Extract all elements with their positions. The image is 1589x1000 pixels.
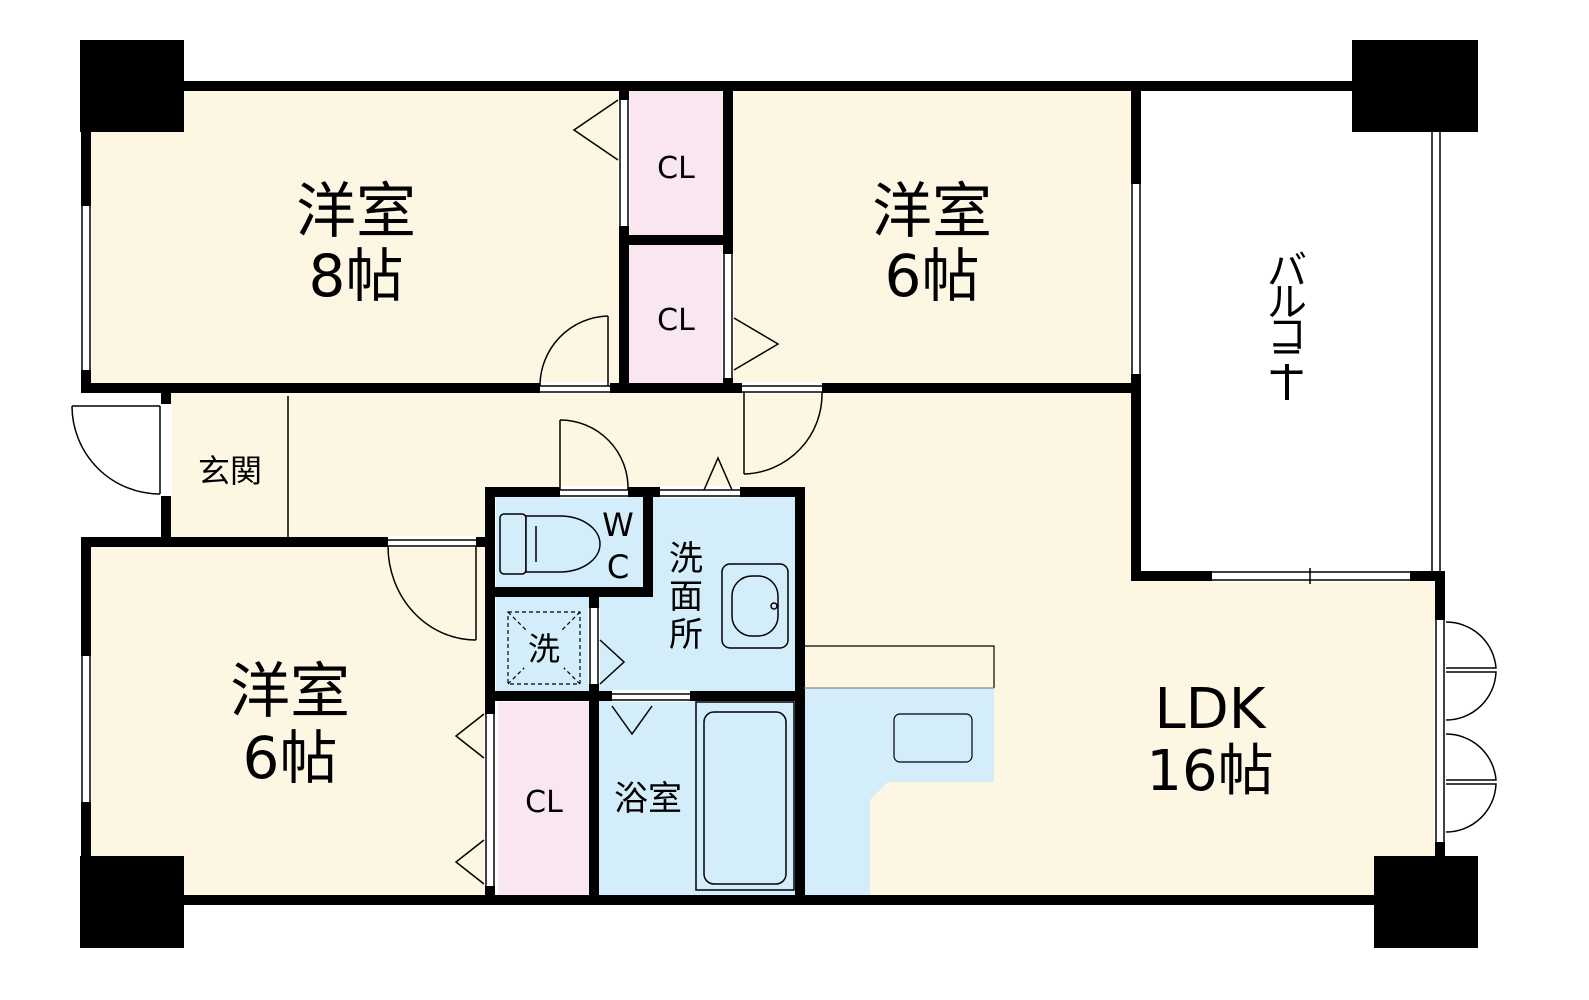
door-swing-icon bbox=[572, 99, 630, 226]
door-swing-icon bbox=[387, 536, 477, 641]
pillar-icon bbox=[1374, 856, 1478, 948]
svg-text:バ: バ bbox=[1267, 248, 1307, 294]
room-size: 8帖 bbox=[309, 242, 404, 310]
door-swing-icon bbox=[1445, 621, 1497, 833]
door-swing-icon bbox=[454, 713, 496, 886]
balcony-rail bbox=[1431, 132, 1441, 576]
svg-text:コ: コ bbox=[1267, 312, 1307, 358]
window-icon bbox=[80, 656, 92, 802]
room-western-8-floor bbox=[86, 90, 622, 384]
room-name: 洋室 bbox=[296, 177, 416, 247]
closet-top-2-floor bbox=[628, 244, 724, 384]
room-name: LDK bbox=[1154, 677, 1266, 742]
door-swing-icon bbox=[559, 419, 629, 498]
closet-label: CL bbox=[657, 303, 695, 338]
washer-label-bg bbox=[524, 630, 564, 668]
room-name: 洋室 bbox=[872, 177, 992, 247]
toilet-label-c: C bbox=[607, 548, 629, 586]
closet-label: CL bbox=[657, 151, 695, 186]
toilet-icon bbox=[499, 513, 601, 575]
door-swing-icon bbox=[588, 608, 626, 685]
washroom-label-3: 所 bbox=[669, 615, 703, 655]
pillars bbox=[80, 40, 1478, 948]
windows bbox=[80, 184, 1446, 842]
doors bbox=[71, 99, 1497, 886]
washroom-label-1: 洗 bbox=[669, 539, 703, 579]
room-name: 洋室 bbox=[230, 657, 350, 727]
pillar-icon bbox=[80, 40, 184, 132]
window-icon bbox=[1212, 568, 1410, 584]
sink-icon bbox=[721, 563, 789, 649]
door-swing-icon bbox=[611, 690, 690, 736]
room-size: 6帖 bbox=[885, 242, 980, 310]
door-swing-icon bbox=[742, 382, 823, 475]
room-western-6-bottom-floor bbox=[86, 546, 494, 896]
window-icon bbox=[1434, 620, 1446, 842]
washer-label: 洗 bbox=[528, 630, 560, 668]
door-swing-icon bbox=[660, 456, 740, 498]
closet-bottom-floor bbox=[498, 702, 590, 896]
pillar-icon bbox=[80, 856, 184, 948]
window-icon bbox=[80, 206, 92, 370]
room-western-6-top-floor bbox=[732, 90, 1136, 384]
balcony-label: バ ル コ ニ bbox=[1267, 248, 1307, 386]
pillar-icon bbox=[1352, 40, 1478, 132]
hall-ldk-floor bbox=[166, 392, 1440, 896]
window-icon bbox=[1130, 184, 1142, 374]
entrance-label: 玄関 bbox=[198, 452, 262, 490]
room-size: 6帖 bbox=[243, 724, 338, 792]
svg-text:ル: ル bbox=[1267, 280, 1307, 326]
door-swing-icon bbox=[539, 315, 610, 394]
bathtub-icon bbox=[695, 701, 795, 891]
kitchen-counter-icon bbox=[804, 645, 995, 763]
toilet-label-w: W bbox=[602, 506, 634, 544]
washroom-label-2: 面 bbox=[669, 577, 703, 617]
bath-label: 浴室 bbox=[614, 779, 682, 819]
room-size: 16帖 bbox=[1146, 739, 1273, 804]
closet-top-1-floor bbox=[628, 90, 724, 236]
door-swing-icon bbox=[722, 254, 780, 378]
labels: 洋室 8帖 洋室 6帖 洋室 6帖 LDK 16帖 玄関 バ ル コ ニ W C… bbox=[198, 151, 1307, 820]
closet-label: CL bbox=[525, 785, 563, 820]
balcony-dash bbox=[1285, 364, 1289, 400]
door-swing-icon bbox=[71, 404, 172, 496]
